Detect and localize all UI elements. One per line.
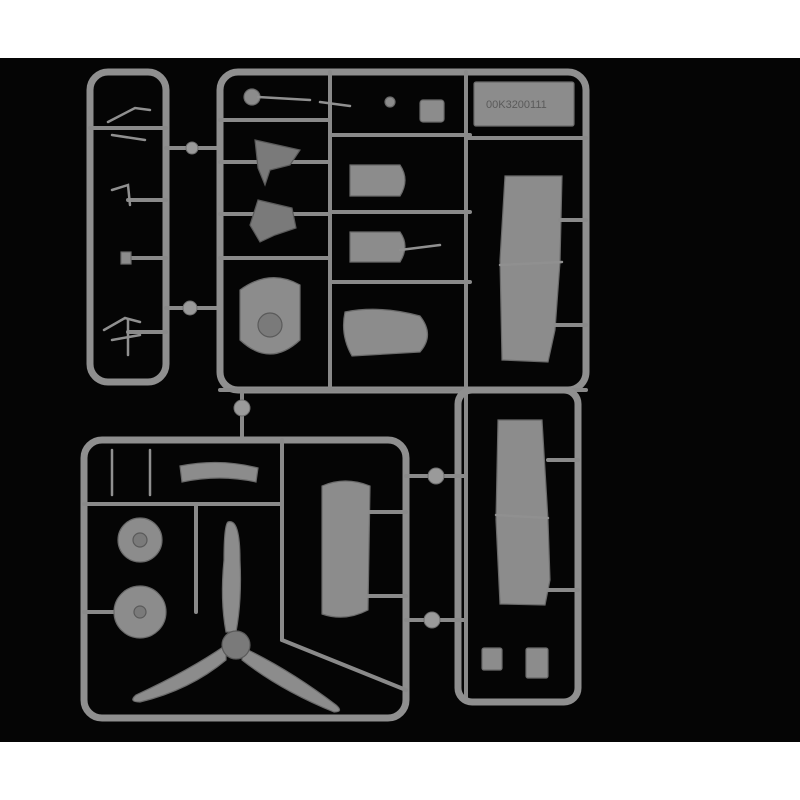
lower-right-frame <box>404 386 582 706</box>
fuselage-half-lower <box>495 419 551 606</box>
frame-connector <box>233 388 251 442</box>
fuselage-half-upper <box>499 175 563 363</box>
propeller <box>132 521 341 713</box>
left-frame <box>86 68 222 386</box>
cowling-panel <box>321 480 371 618</box>
upper-frame: 00K3200111 <box>216 68 590 702</box>
lower-frame <box>80 436 410 722</box>
photograph: 00K3200111 <box>0 58 800 742</box>
sprue-tag-text: 00K3200111 <box>486 99 547 111</box>
sprue-tag <box>473 81 575 127</box>
sprue-illustration: 00K3200111 <box>80 68 590 722</box>
